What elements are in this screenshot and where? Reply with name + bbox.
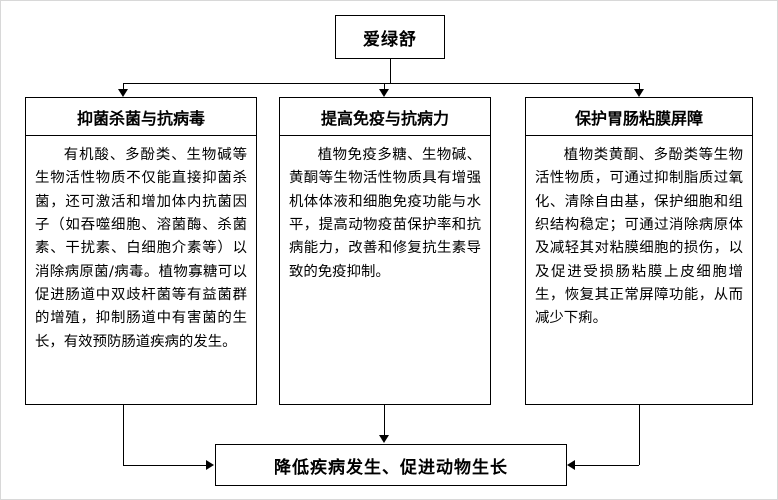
arrow-right-icon-1 <box>206 460 214 470</box>
column-box-3: 保护胃肠粘膜屏障 植物类黄酮、多酚类等生物活性物质，可通过抑制脂质过氧化、清除自… <box>525 97 753 405</box>
connector-drop-3 <box>639 83 640 91</box>
connector-bottom-left <box>123 465 207 466</box>
connector-bottom-right <box>575 465 639 466</box>
arrow-down-icon-4 <box>379 435 389 443</box>
connector-top-bus <box>123 83 639 84</box>
column-box-2: 提高免疫与抗病力 植物免疫多糖、生物碱、黄酮等生物活性物质具有增强机体体液和细胞… <box>279 97 491 405</box>
column-header-2: 提高免疫与抗病力 <box>280 98 490 136</box>
column-body-3: 植物类黄酮、多酚类等生物活性物质，可通过抑制脂质过氧化、清除自由基，保护细胞和组… <box>535 147 743 327</box>
column-header-1: 抑菌杀菌与抗病毒 <box>26 98 256 136</box>
column-body-1: 有机酸、多酚类、生物碱等生物活性物质不仅能直接抑菌杀菌，还可激活和增加体内抗菌因… <box>35 147 247 350</box>
connector-up-2 <box>384 405 385 436</box>
arrow-down-icon-2 <box>379 89 389 97</box>
bottom-node-box: 降低疾病发生、促进动物生长 <box>215 444 567 486</box>
bottom-node-label: 降低疾病发生、促进动物生长 <box>274 457 508 478</box>
connector-drop-2 <box>384 83 385 91</box>
arrow-down-icon-3 <box>634 89 644 97</box>
connector-up-1 <box>123 405 124 465</box>
column-box-1: 抑菌杀菌与抗病毒 有机酸、多酚类、生物碱等生物活性物质不仅能直接抑菌杀菌，还可激… <box>25 97 257 405</box>
top-node-label: 爱绿舒 <box>363 29 417 50</box>
connector-up-3 <box>639 405 640 465</box>
column-body-2: 植物免疫多糖、生物碱、黄酮等生物活性物质具有增强机体体液和细胞免疫功能与水平，提… <box>289 147 481 280</box>
connector-top-stem <box>390 59 391 83</box>
top-node-box: 爱绿舒 <box>335 15 445 59</box>
column-header-3: 保护胃肠粘膜屏障 <box>526 98 752 136</box>
arrow-down-icon-1 <box>118 89 128 97</box>
connector-drop-1 <box>123 83 124 91</box>
arrow-left-icon-1 <box>567 460 575 470</box>
